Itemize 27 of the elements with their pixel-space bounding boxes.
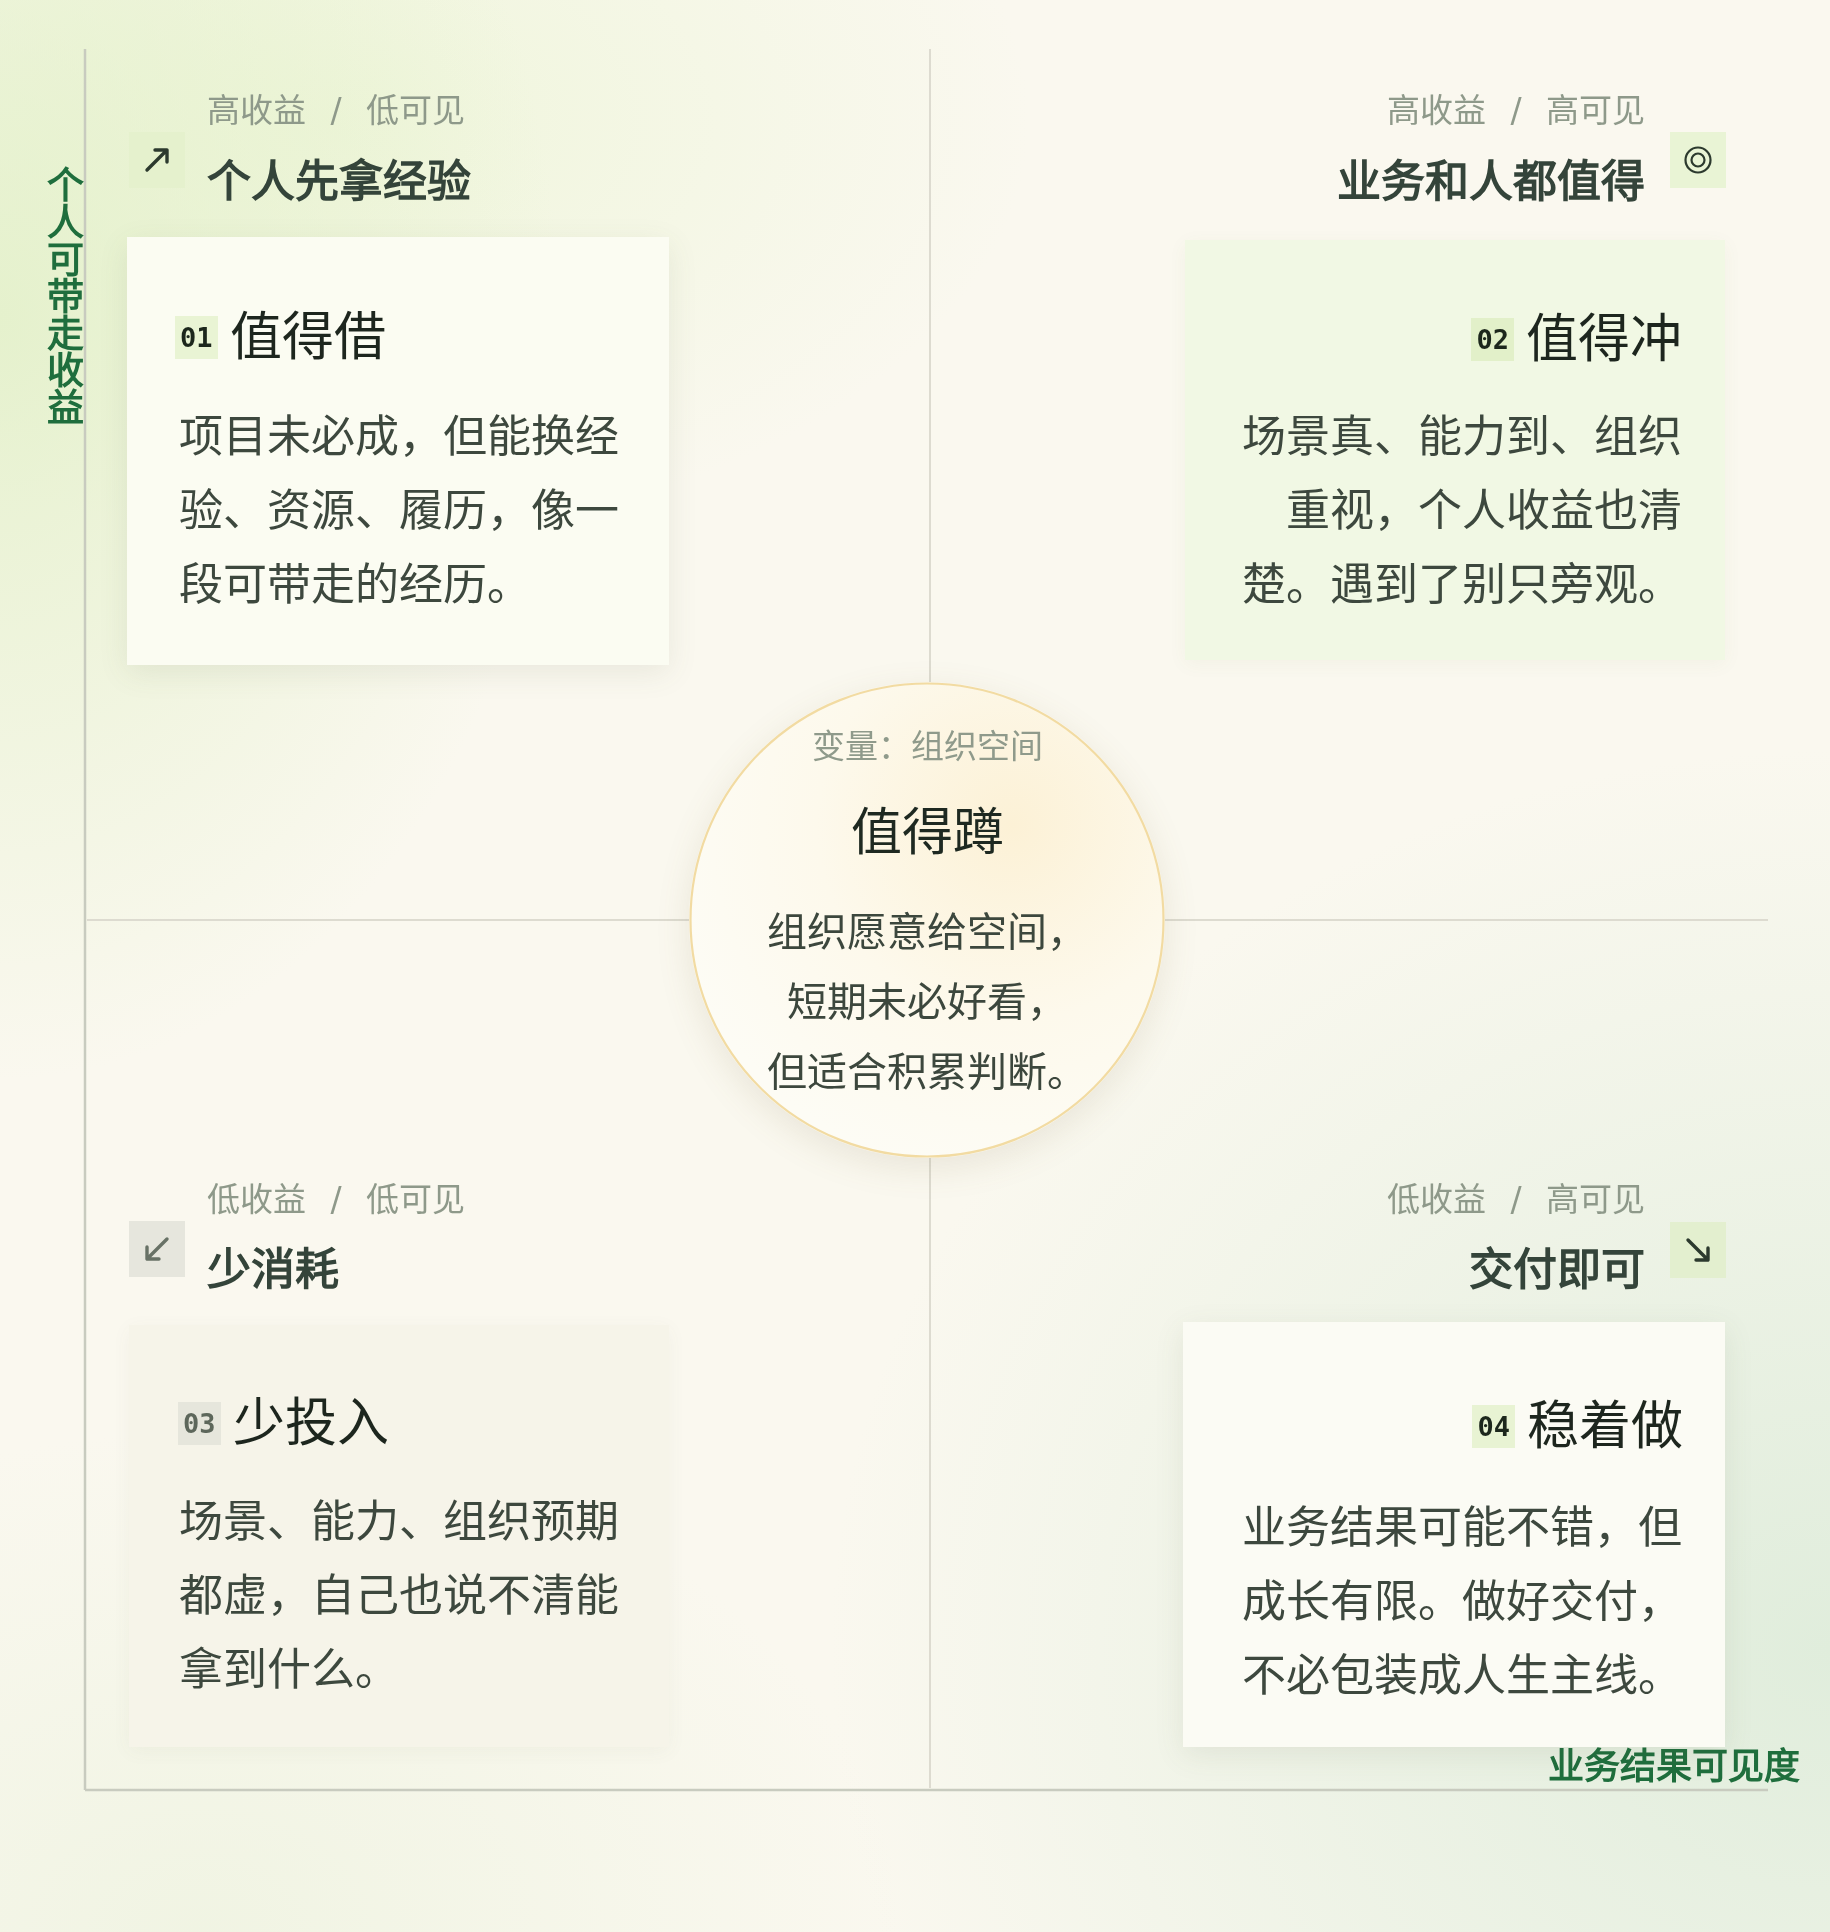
number-badge: 03 — [178, 1401, 221, 1445]
quadrant-card — [1185, 240, 1725, 660]
number-badge: 02 — [1471, 317, 1514, 361]
card-text: 场景真、能力到、组织重视，个人收益也清楚。遇到了别只旁观。 — [1241, 410, 1682, 612]
card-text: 项目未必成，但能换经验、资源、履历，像一段可带走的经历。 — [179, 410, 620, 612]
axis-label: 业务结果可见度 — [1548, 1749, 1800, 1785]
card-title: 值得冲 — [1526, 313, 1682, 365]
card-title: 值得借 — [229, 311, 386, 363]
number-badge: 04 — [1472, 1404, 1515, 1448]
circle-caption: 变量：组织空间 — [811, 730, 1043, 763]
quadrant-card — [127, 237, 669, 665]
center-circle — [689, 682, 1165, 1158]
circle-title: 值得蹲 — [850, 807, 1004, 858]
quadrant-title: 交付即可 — [1469, 1248, 1645, 1292]
card-text: 业务结果可能不错，但成长有限。做好交付，不必包装成人生主线。 — [1241, 1501, 1682, 1703]
quadrant-tag: 低收益 / 高可见 — [1386, 1183, 1645, 1216]
quadrant-card — [1183, 1322, 1725, 1747]
quadrant-tag: 低收益 / 低可见 — [207, 1183, 466, 1216]
quadrant-title: 业务和人都值得 — [1337, 160, 1645, 204]
card-text: 场景、能力、组织预期都虚，自己也说不清能拿到什么。 — [179, 1495, 620, 1697]
quadrant-tag: 高收益 / 高可见 — [1386, 94, 1645, 127]
quadrant-tag: 高收益 / 低可见 — [207, 94, 466, 127]
number-badge: 01 — [175, 315, 218, 359]
card-title: 少投入 — [232, 1397, 389, 1449]
circle-text: 组织愿意给空间，短期未必好看，但适合积累判断。 — [766, 908, 1088, 1097]
card-title: 稳着做 — [1527, 1400, 1683, 1452]
quadrant-title: 少消耗 — [207, 1248, 339, 1292]
